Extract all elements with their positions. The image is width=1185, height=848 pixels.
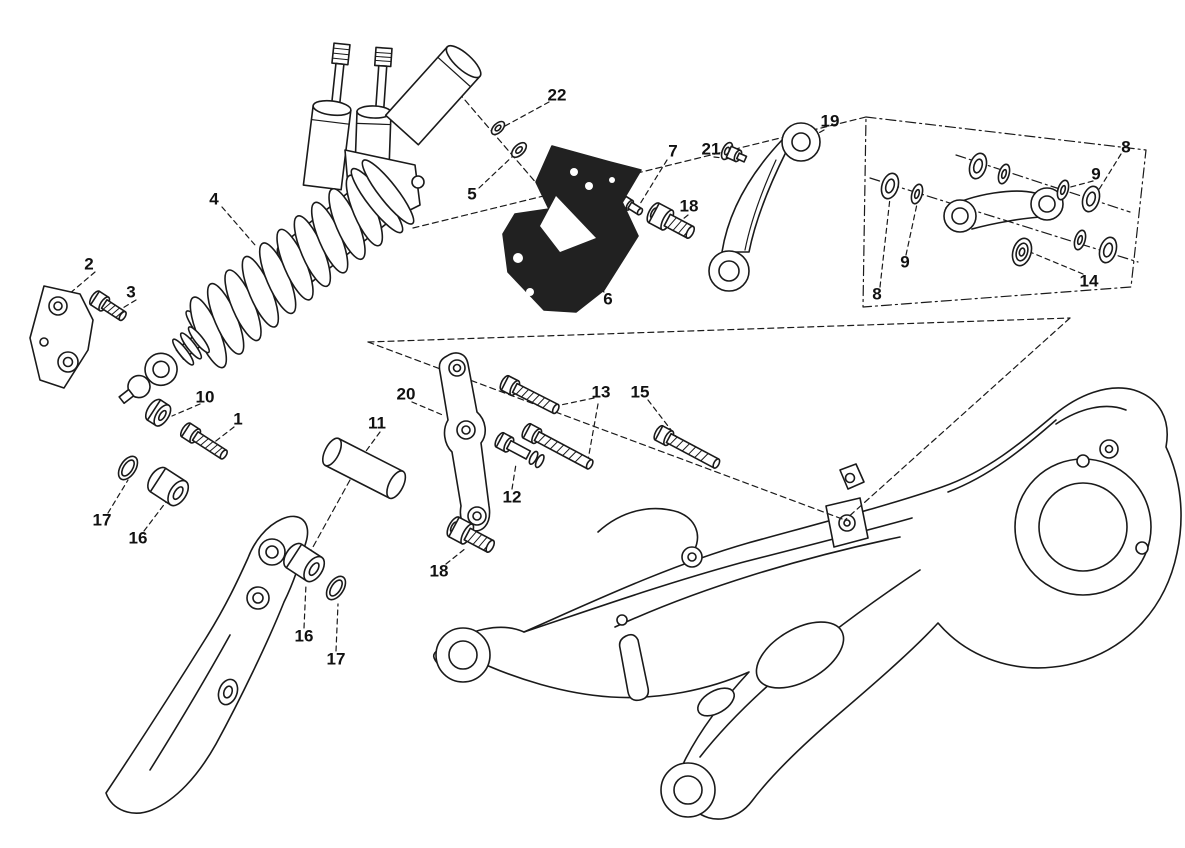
washer-9-top [997, 163, 1011, 185]
dogbone-link [943, 187, 1064, 233]
shock-reservoir [384, 44, 482, 146]
ring-8-right-bottom [1098, 236, 1118, 264]
rocker-bracket [29, 285, 94, 389]
part-label-15-20: 15 [630, 382, 650, 402]
part-label-2-1: 2 [84, 254, 94, 274]
part-label-3-2: 3 [126, 282, 136, 302]
part-label-7-5: 7 [668, 141, 678, 161]
shock-cylinder-left [302, 99, 352, 191]
bolt-1 [179, 422, 228, 460]
part-label-20-17: 20 [396, 384, 416, 404]
part-label-6-11: 6 [603, 289, 613, 309]
part-label-16-23: 16 [128, 528, 148, 548]
part-label-21-6: 21 [701, 139, 721, 159]
part-label-17-26: 17 [326, 649, 346, 669]
bolt-15 [653, 424, 721, 469]
washer-9-right-bottom [1073, 229, 1087, 251]
bolt-18-lower [446, 516, 496, 553]
suspension-rocker-20 [438, 352, 491, 532]
bolt-12 [494, 431, 545, 469]
bolt-21 [720, 141, 748, 163]
part-label-14-14: 14 [1079, 271, 1099, 291]
swingarm-slot [618, 633, 650, 702]
part-label-17-22: 17 [92, 510, 112, 530]
part-label-18-10: 18 [679, 196, 699, 216]
chain-guard-6 [502, 145, 642, 313]
part-label-5-4: 5 [467, 184, 477, 204]
washer-5 [510, 141, 528, 159]
part-label-9-9: 9 [1091, 164, 1101, 184]
ring-8-left [880, 172, 900, 200]
ring-8-right-top [1081, 185, 1101, 213]
part-label-22-3: 22 [547, 85, 567, 105]
oring-17-lower [325, 575, 347, 601]
part-label-16-25: 16 [294, 626, 314, 646]
part-label-19-7: 19 [820, 111, 840, 131]
washer-9-left [910, 183, 924, 205]
part-label-12-21: 12 [502, 487, 522, 507]
bolt-13-lower [521, 422, 594, 470]
bolt-13-upper [499, 374, 560, 415]
spacer-16-upper [147, 466, 190, 507]
bolt-18-upper [646, 202, 696, 239]
washer-22 [490, 120, 506, 136]
bearing-14 [1011, 237, 1033, 267]
part-label-8-13: 8 [872, 284, 882, 304]
swingarm [432, 387, 1182, 820]
assembly-axis-lines [862, 116, 1147, 308]
shock-absorber [118, 42, 482, 405]
part-label-9-12: 9 [900, 252, 910, 272]
washer-10 [144, 398, 172, 427]
part-label-18-24: 18 [429, 561, 449, 581]
part-label-8-8: 8 [1121, 137, 1131, 157]
part-label-13-19: 13 [591, 382, 611, 402]
part-label-4-0: 4 [209, 189, 219, 209]
suspension-arm [105, 515, 309, 814]
washer-9-right-top [1056, 179, 1070, 201]
ring-8-top [968, 152, 988, 180]
link-pin-11 [321, 437, 407, 500]
part-label-10-15: 10 [195, 387, 215, 407]
part-label-11-18: 11 [368, 413, 386, 433]
spacer-16-lower [283, 542, 326, 583]
bolt-3 [88, 290, 127, 322]
swingarm-cutout [755, 621, 845, 689]
part-label-1-16: 1 [233, 409, 243, 429]
linkage-rod-assembly [880, 152, 1118, 267]
adjuster-knob-right [373, 46, 393, 111]
shock-spring-body [118, 159, 415, 405]
bracket-19 [708, 122, 821, 292]
oring-17-upper [117, 455, 139, 481]
